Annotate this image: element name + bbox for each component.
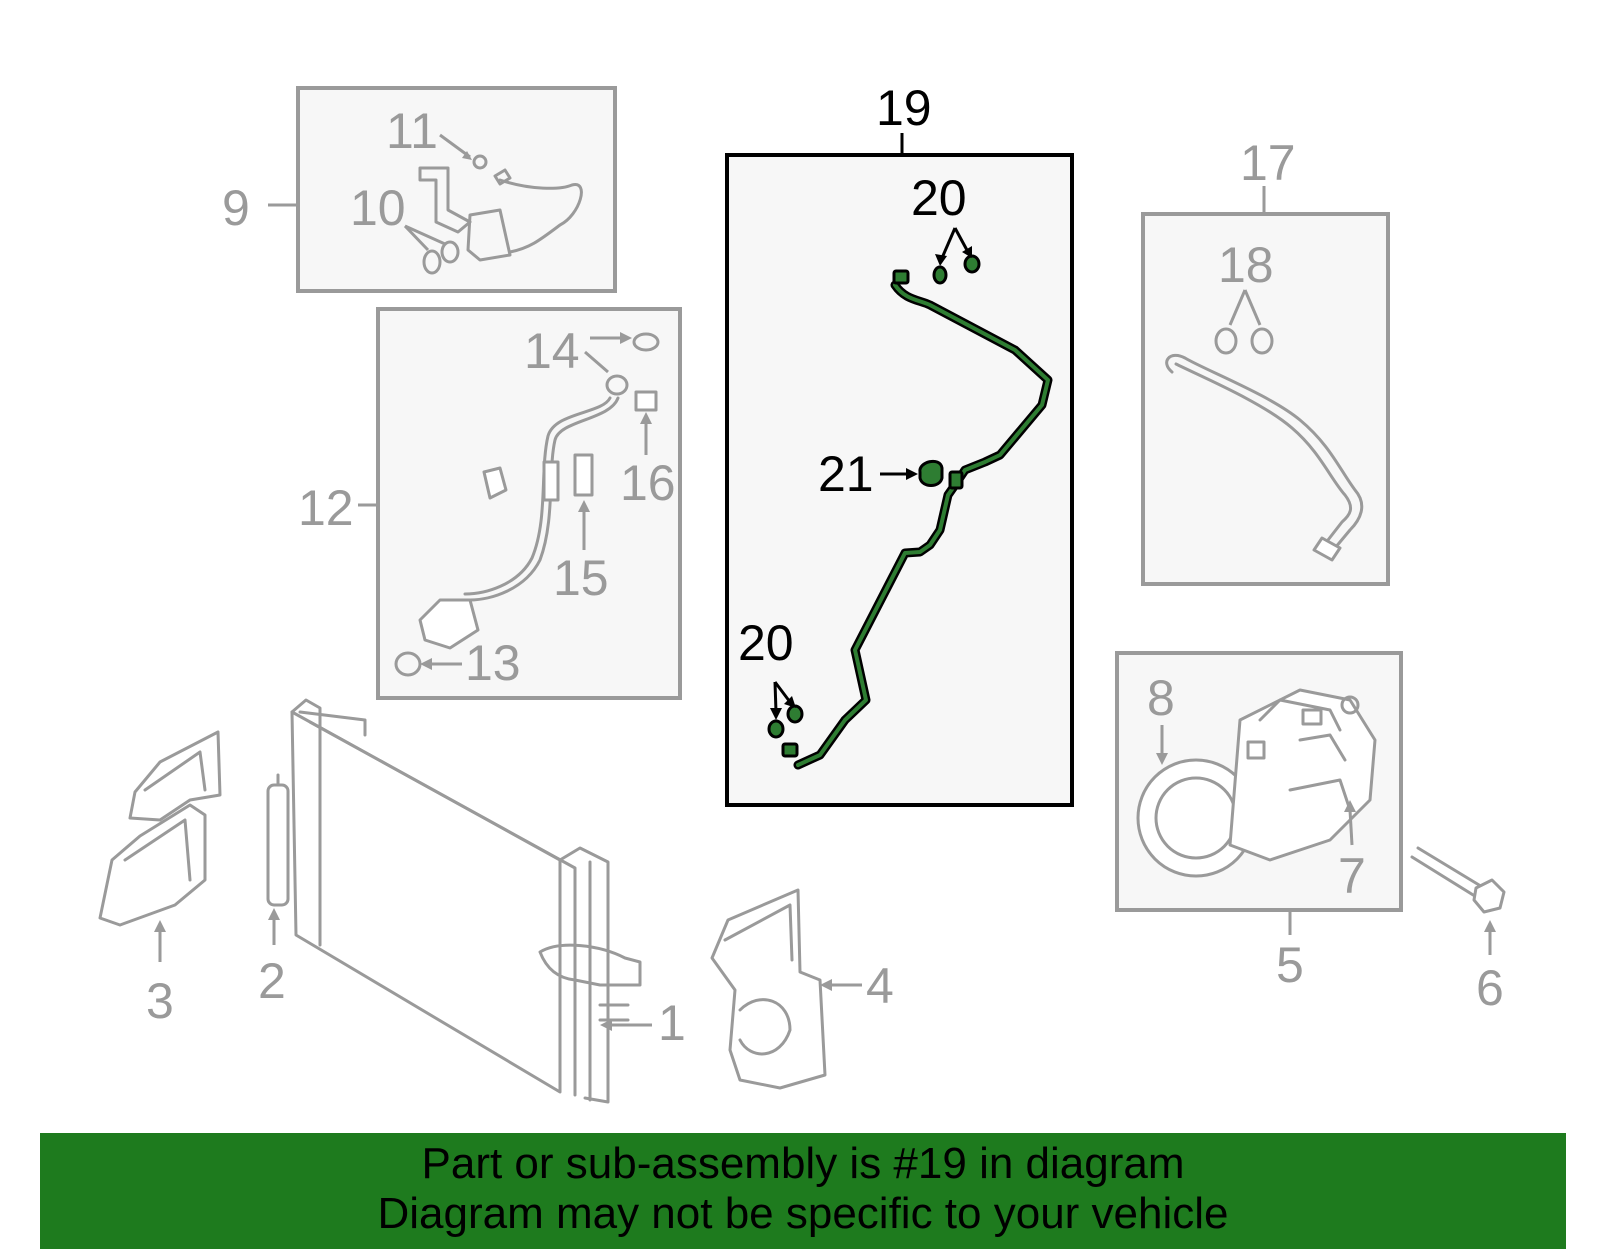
callout-9[interactable]: 9	[222, 180, 250, 236]
callout-10[interactable]: 10	[350, 180, 406, 236]
notice-banner: Part or sub-assembly is #19 in diagram D…	[40, 1133, 1566, 1249]
callout-3[interactable]: 3	[146, 973, 174, 1029]
callout-14[interactable]: 14	[524, 323, 580, 379]
callout-1[interactable]: 1	[658, 995, 686, 1051]
callout-5[interactable]: 5	[1276, 937, 1304, 993]
callout-17[interactable]: 17	[1240, 135, 1296, 191]
banner-part-note: Part or sub-assembly is #19 in diagram	[421, 1139, 1185, 1188]
air-guide-3[interactable]	[98, 730, 222, 962]
callout-12[interactable]: 12	[298, 480, 354, 536]
group-9-box[interactable]	[268, 86, 617, 293]
callout-2[interactable]: 2	[258, 953, 286, 1009]
callout-20-bottom[interactable]: 20	[738, 615, 794, 671]
callout-20-top[interactable]: 20	[911, 170, 967, 226]
callout-21[interactable]: 21	[818, 446, 874, 502]
bolt-6[interactable]	[1410, 846, 1506, 955]
condenser-1[interactable]	[290, 698, 652, 1104]
group-5-box[interactable]	[1115, 651, 1403, 935]
group-12-box[interactable]	[358, 307, 682, 700]
callout-7[interactable]: 7	[1338, 848, 1366, 904]
callout-13[interactable]: 13	[465, 635, 521, 691]
group-19-box[interactable]	[725, 133, 1074, 807]
group-17-box[interactable]	[1141, 186, 1390, 586]
callout-4[interactable]: 4	[866, 958, 894, 1014]
callout-19[interactable]: 19	[876, 80, 932, 136]
callout-15[interactable]: 15	[553, 550, 609, 606]
air-guide-4[interactable]	[710, 888, 862, 1090]
banner-disclaimer: Diagram may not be specific to your vehi…	[377, 1189, 1229, 1238]
callout-18[interactable]: 18	[1218, 237, 1274, 293]
callout-8[interactable]: 8	[1147, 670, 1175, 726]
callout-6[interactable]: 6	[1476, 960, 1504, 1016]
receiver-drier-2[interactable]	[266, 773, 290, 945]
callout-11[interactable]: 11	[386, 103, 438, 159]
callout-16[interactable]: 16	[620, 455, 676, 511]
